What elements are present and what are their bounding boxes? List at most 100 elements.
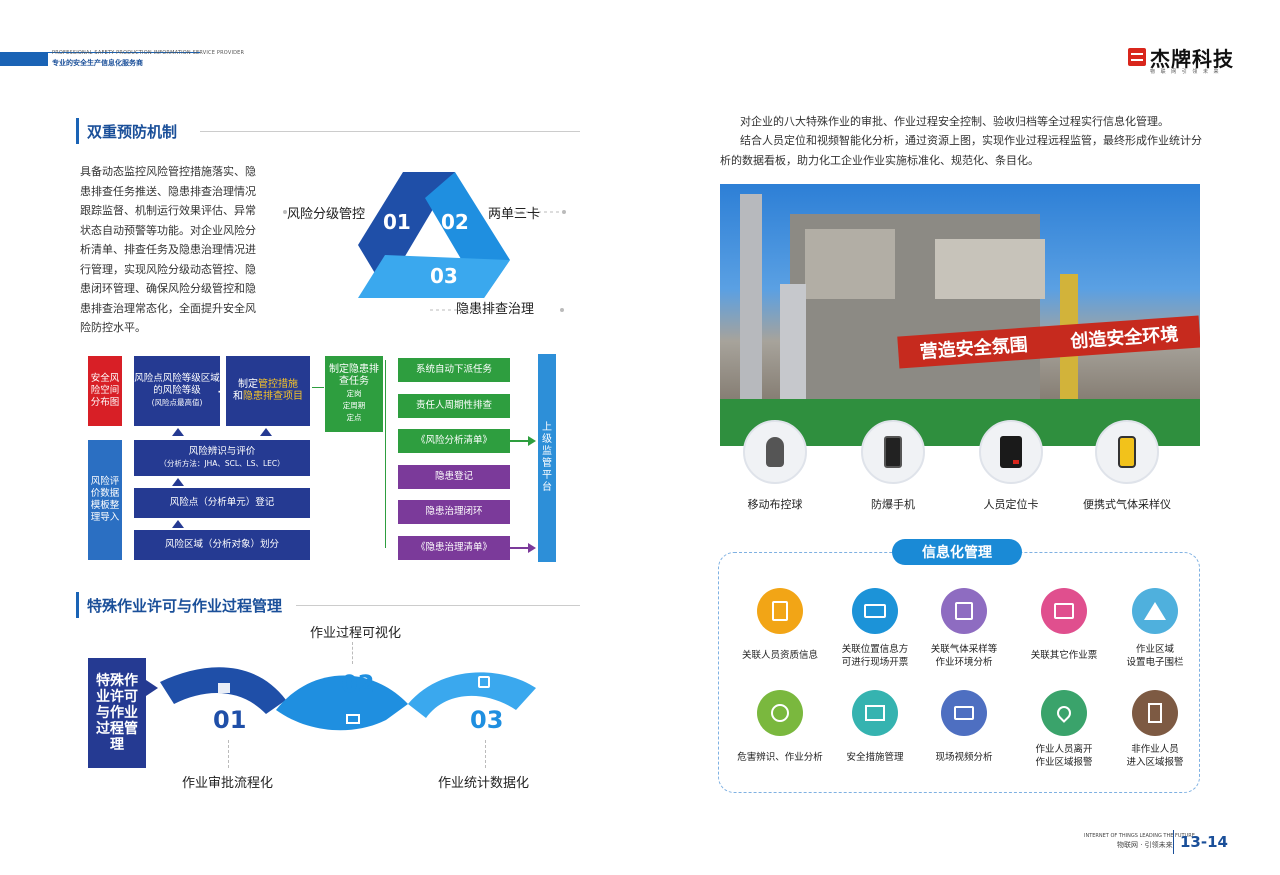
info-label-9: 作业人员离开 作业区域报警: [1035, 744, 1093, 768]
flow-hazard-task-text: 制定隐患排查任务: [329, 364, 379, 387]
info-label-5: 作业区域 设置电子围栏: [1126, 644, 1184, 668]
header-rule: [0, 52, 200, 53]
flow-supervision-platform: 上级监管平台: [538, 354, 556, 562]
device-label-phone: 防爆手机: [871, 498, 915, 511]
flow-step-5: 隐患治理闭环: [398, 500, 510, 524]
measure-text-c: 和: [233, 391, 243, 402]
flow-risk-distribution-map: 安全风险空间分布图: [88, 356, 122, 426]
special-work-number-3: 03: [470, 706, 504, 734]
logo-text: 杰牌科技: [1150, 46, 1234, 71]
label-process-visualization: 作业过程可视化: [310, 626, 402, 641]
flow-step-6: 《隐患治理清单》: [398, 536, 510, 560]
section-title-special-work: 特殊作业许可与作业过程管理: [76, 592, 296, 618]
arrow-up-icon: [172, 520, 184, 528]
camera-ball-icon: [743, 420, 807, 484]
arrow-right-icon: [528, 436, 536, 446]
logo-subtext: 物 联 网 引 领 未 来: [1150, 69, 1221, 75]
connector-bracket: [385, 360, 393, 548]
stamp-icon: [218, 683, 230, 693]
section-title-dual-prevention: 双重预防机制: [76, 118, 196, 144]
info-label-2: 关联位置信息方 可进行现场开票: [841, 644, 909, 668]
flow-identify-sub: （分析方法：JHA、SCL、LS、LEC）: [159, 459, 285, 468]
triangle-number-1: 01: [383, 210, 411, 234]
flow-identify-box: 风险辨识与评价 （分析方法：JHA、SCL、LS、LEC）: [134, 440, 310, 476]
factory-building: [805, 229, 895, 299]
arrow-up-icon: [172, 428, 184, 436]
section-divider: [296, 605, 580, 606]
company-logo: 杰牌科技: [1128, 46, 1234, 71]
footer-tagline-cn: 物联网 · 引领未来: [1117, 841, 1173, 849]
header-tagline-cn: 专业的安全生产信息化服务商: [52, 59, 143, 67]
footer-tagline-en: INTERNET OF THINGS LEADING THE FUTURE: [1084, 833, 1195, 839]
device-label-gas: 便携式气体采样仪: [1083, 498, 1171, 511]
flow-hazard-task-box: 制定隐患排查任务 定岗 定周期 定点: [325, 356, 383, 432]
triangle-segment-3: [358, 255, 510, 298]
flow-step-2: 责任人周期性排查: [398, 394, 510, 418]
flow-region-divide: 风险区域（分析对象）划分: [134, 530, 310, 560]
safety-banner-right: 创造安全环境: [1069, 323, 1180, 353]
flow-sub-post: 定岗: [346, 389, 362, 398]
dual-prevention-triangle-diagram: [283, 172, 566, 312]
plus-icon: +: [217, 384, 229, 400]
safety-banner-left: 营造安全氛围: [919, 334, 1029, 364]
flow-sub-point: 定点: [346, 413, 362, 422]
page-number: 13-14: [1173, 830, 1228, 854]
label-statistics-data: 作业统计数据化: [438, 776, 530, 791]
connector-line: [510, 440, 528, 442]
factory-photo: 营造安全氛围 创造安全环境: [720, 184, 1200, 446]
location-icon: [1041, 690, 1087, 736]
building-icon: [1132, 690, 1178, 736]
measure-text-d: 隐患排查项目: [243, 391, 303, 402]
dashed-connector: [485, 740, 486, 768]
flow-risk-level-text: 风险点风险等级区域的风险等级: [134, 373, 220, 396]
connector-line: [312, 387, 324, 388]
triangle-label-two-lists: 两单三卡: [488, 207, 541, 222]
flow-step-1: 系统自动下派任务: [398, 358, 510, 382]
flow-step-3: 《风险分析清单》: [398, 429, 510, 453]
device-label-card: 人员定位卡: [983, 498, 1039, 511]
arrow-up-icon: [260, 428, 272, 436]
intro-paragraph-2: 结合人员定位和视频智能化分析，通过资源上图，实现作业过程远程监管，最终形成作业统…: [720, 134, 1202, 167]
info-label-8: 现场视频分析: [935, 752, 993, 763]
section-divider: [200, 131, 580, 132]
triangle-label-risk-control: 风险分级管控: [287, 207, 366, 222]
special-work-number-1: 01: [213, 706, 247, 734]
flow-point-register: 风险点（分析单元）登记: [134, 488, 310, 518]
info-label-10: 非作业人员 进入区域报警: [1126, 744, 1184, 768]
gas-detector-icon: [1095, 420, 1159, 484]
measure-text-a: 制定: [238, 379, 258, 390]
flow-risk-level-box: 风险点风险等级区域的风险等级 (风险点最高值): [134, 356, 220, 426]
info-label-4: 关联其它作业票: [1030, 650, 1098, 661]
id-card-icon: [757, 588, 803, 634]
info-label-3: 关联气体采样等 作业环境分析: [930, 644, 998, 668]
edit-icon: [941, 588, 987, 634]
flow-template-import: 风险评价数据模板整理导入: [88, 440, 122, 560]
worker-icon: [757, 690, 803, 736]
pipe: [740, 194, 762, 446]
monitor-icon: [941, 690, 987, 736]
info-label-1: 关联人员资质信息: [741, 650, 818, 661]
arrow-right-icon: [528, 543, 536, 553]
triangle-label-hazard-governance: 隐患排查治理: [456, 302, 535, 317]
factory-building: [935, 239, 1045, 299]
printer-icon: [852, 588, 898, 634]
board-icon: [852, 690, 898, 736]
triangle-number-3: 03: [430, 264, 458, 288]
info-label-7: 安全措施管理: [846, 752, 904, 763]
flow-step-4: 隐患登记: [398, 465, 510, 489]
logo-mark-icon: [1128, 48, 1146, 66]
dashed-connector: [352, 642, 353, 664]
location-card-icon: [979, 420, 1043, 484]
dashed-connector: [228, 740, 229, 768]
header-tagline-en: PROFESSIONAL SAFETY PRODUCTION INFORMATI…: [52, 50, 245, 56]
info-management-title: 信息化管理: [892, 539, 1022, 565]
connector-line: [510, 547, 528, 549]
arrow-up-icon: [172, 478, 184, 486]
dual-prevention-paragraph: 具备动态监控风险管控措施落实、隐患排查任务推送、隐患排查治理情况跟踪监督、机制运…: [80, 165, 256, 334]
special-work-side-label: 特殊作业许可与作业过程管理: [88, 658, 146, 768]
measure-text-b: 管控措施: [258, 379, 298, 390]
warning-icon: [1132, 588, 1178, 634]
monitor-icon: [346, 714, 360, 724]
special-work-number-2: 02: [341, 670, 375, 698]
header-accent-bar: [0, 52, 48, 66]
